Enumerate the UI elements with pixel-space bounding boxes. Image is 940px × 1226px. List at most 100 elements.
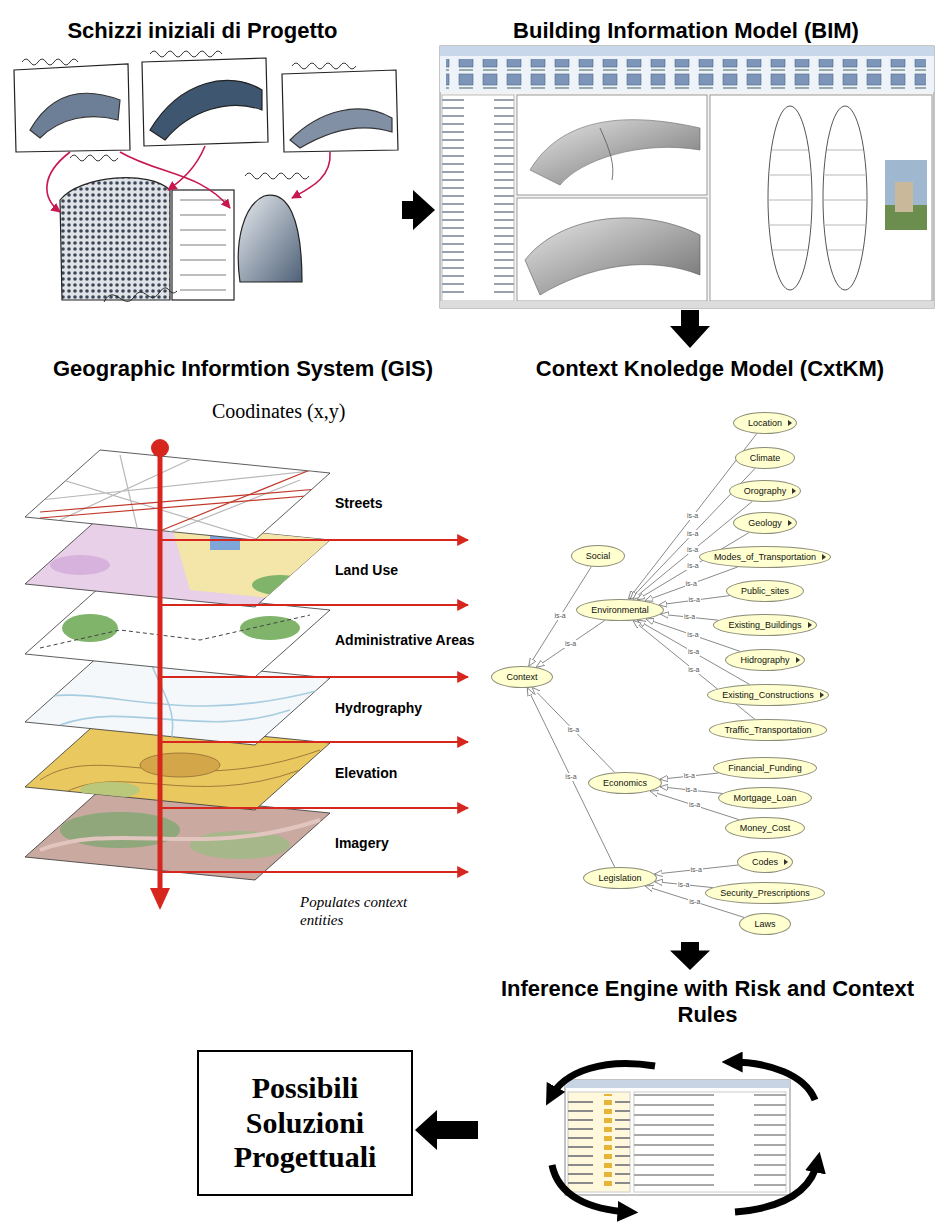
layer-label: Streets (335, 495, 382, 511)
class-name: Financial_Funding (728, 763, 802, 773)
illustration-ellipse (50, 555, 110, 575)
illustration-rect (440, 56, 934, 92)
illustration-line (160, 807, 468, 809)
illustration-rect (710, 95, 932, 301)
panel-heading: Geographic Informtion System (GIS) (53, 356, 433, 382)
illustration-path (238, 195, 302, 282)
note-label: Populates context entities (300, 893, 450, 929)
ontology-class: Modes_of_Transportation (699, 546, 831, 568)
is-a-connector (660, 787, 723, 794)
ontology-class: Geology (733, 512, 797, 534)
edge-label: is-a (688, 898, 701, 906)
illustration-path (180, 200, 226, 290)
project-sketches (14, 51, 398, 302)
illustration-path (282, 70, 398, 152)
edge-label: is-a (564, 640, 577, 648)
ontology-class: Legislation (583, 867, 656, 889)
is-a-connector (532, 687, 615, 772)
edge-label: is-a (686, 530, 699, 538)
gis-red-pointers (150, 439, 468, 910)
panel-heading: Inference Engine with Risk and Context R… (480, 976, 935, 1029)
illustration-rect (517, 198, 707, 301)
illustration-path (60, 178, 170, 300)
ontology-class: Existing_Constructions (707, 684, 829, 706)
panel-heading: Schizzi iniziali di Progetto (67, 18, 337, 44)
bim-panel: Building Information Model (BIM) (437, 12, 935, 308)
illustration-path (550, 1064, 655, 1098)
illustration-rect (440, 301, 934, 308)
ontology-class: Context (491, 666, 552, 688)
edge-label: is-a (686, 631, 699, 639)
class-name: Modes_of_Transportation (714, 552, 816, 562)
illustration-path (30, 690, 320, 706)
illustration-g (40, 750, 320, 798)
illustration-ellipse (80, 782, 140, 798)
ontology-class: Climate (735, 447, 796, 469)
class-name: Environmental (591, 605, 649, 615)
illustration-path (552, 1165, 630, 1212)
coordinates-label: Coodinates (x,y) (212, 400, 345, 423)
edge-label: is-a (690, 866, 703, 874)
illustration-rect (172, 190, 234, 300)
illustration-path (40, 820, 320, 850)
illustration-path (292, 152, 330, 198)
ontology-class: Traffic_Transportation (709, 719, 826, 741)
illustration-path (290, 109, 392, 148)
ontology-class: Security_Prescriptions (705, 882, 825, 904)
class-name: Economics (603, 778, 647, 788)
ontology-class: Economics (588, 772, 662, 794)
edge-label: is-a (686, 512, 699, 520)
ontology-class: Hidrography (725, 649, 804, 671)
illustration-path (120, 152, 230, 208)
edge-label: is-a (553, 612, 566, 620)
ontology-class: Laws (739, 913, 790, 935)
class-name: Geology (748, 518, 782, 528)
illustration-path (40, 488, 330, 518)
ontology-class: Environmental (576, 599, 664, 621)
illustration-line (158, 452, 163, 898)
illustration-rect (565, 1080, 790, 1195)
edge-label: is-a (567, 726, 580, 734)
layer-label: Land Use (335, 562, 398, 578)
illustration-line (160, 676, 468, 678)
class-name: Public_sites (741, 586, 789, 596)
layer-label: Administrative Areas (335, 632, 475, 648)
class-name: Mortgage_Loan (733, 793, 796, 803)
class-name: Laws (754, 919, 775, 929)
illustration-rect (634, 1094, 786, 1190)
ontology-class: Location (733, 412, 797, 434)
illustration-rect (440, 46, 934, 308)
solutions-box: Possibili Soluzioni Progettuali (197, 1050, 413, 1196)
class-name: Social (586, 551, 611, 561)
edge-label: is-a (685, 786, 698, 794)
illustration-g (550, 1062, 818, 1212)
ontology-class: Financial_Funding (713, 757, 817, 779)
illustration-path (150, 470, 310, 535)
illustration-rect (442, 95, 514, 301)
illustration-path (150, 51, 222, 57)
edge-label: is-a (685, 580, 698, 588)
ontology-class: Orography (729, 480, 802, 502)
illustration-rect (446, 59, 926, 89)
class-name: Orography (744, 486, 787, 496)
illustration-path (30, 455, 320, 540)
edge-label: is-a (688, 801, 701, 809)
is-a-connector (659, 596, 730, 605)
illustration-path (70, 155, 118, 161)
illustration-path (40, 615, 310, 648)
class-name: Existing_Buildings (728, 620, 801, 630)
illustration-g (40, 812, 320, 859)
illustration-path (47, 152, 70, 212)
edge-label: is-a (686, 546, 699, 554)
is-a-connector (536, 620, 605, 667)
ontology-panel: Context Knoledge Model (CxtKM)ContextSoc… (484, 350, 936, 940)
illustration-line (160, 741, 468, 743)
class-name: Money_Cost (740, 823, 791, 833)
edge-label: is-a (683, 772, 696, 780)
block-arrow (415, 1110, 478, 1150)
class-name: Hidrography (740, 655, 789, 665)
class-name: Existing_Constructions (722, 690, 814, 700)
illustration-circle (151, 439, 169, 457)
